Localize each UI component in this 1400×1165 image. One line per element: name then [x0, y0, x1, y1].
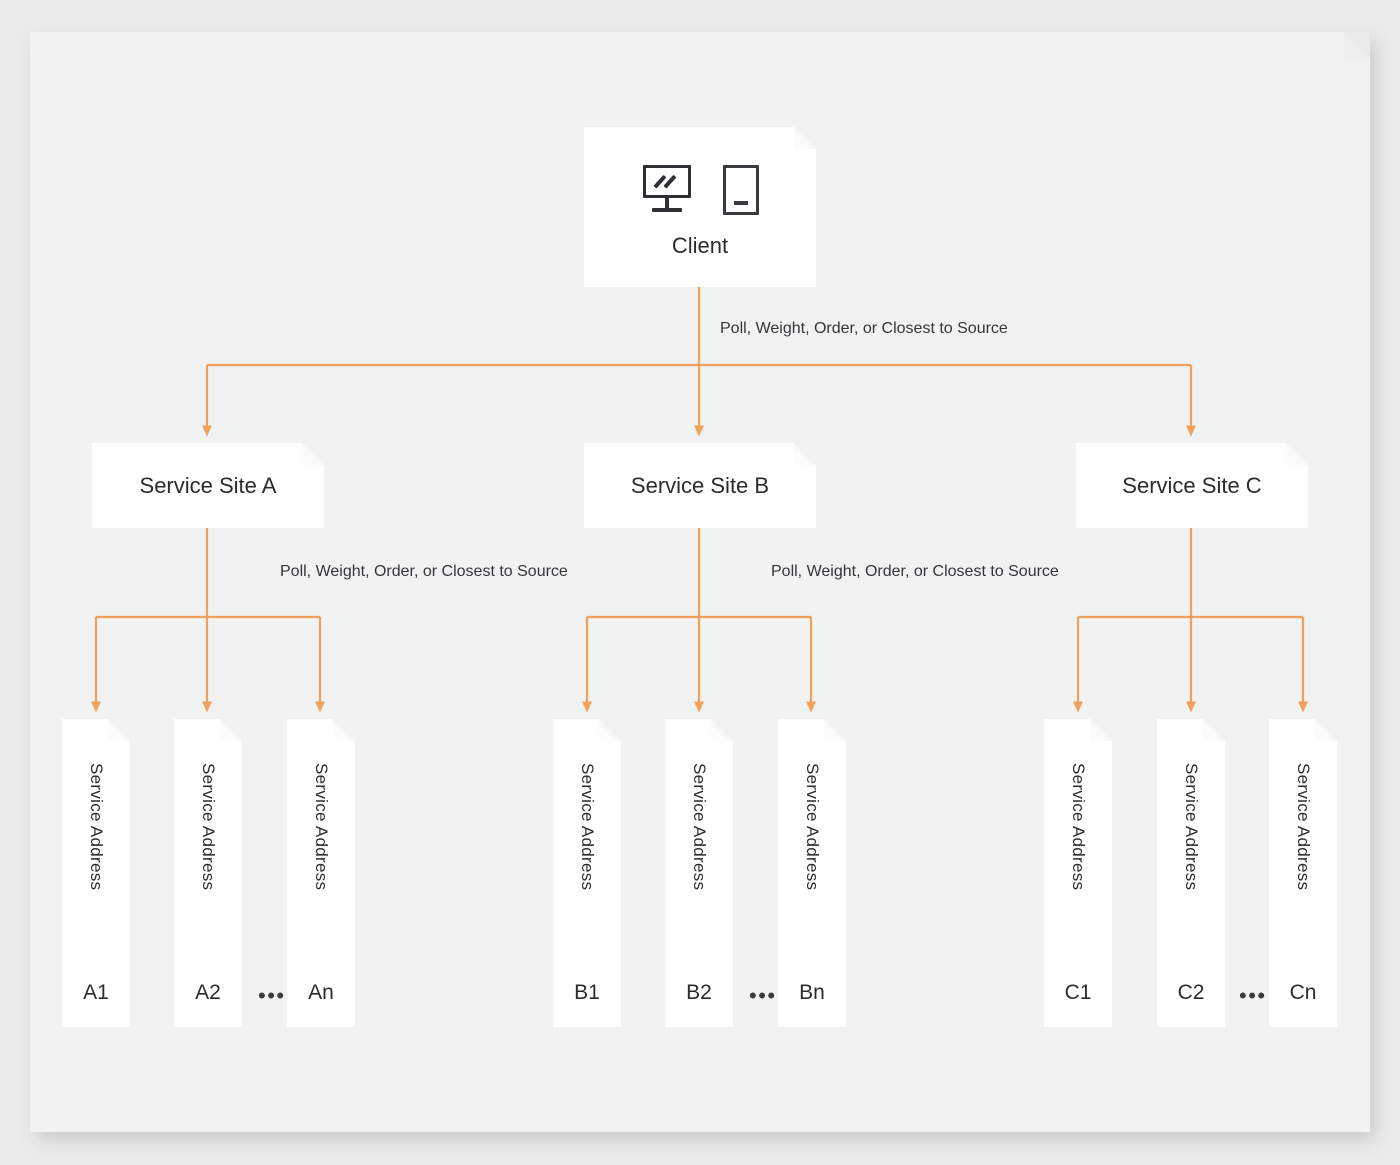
service-address-a1-node[interactable]: Service Address A1 [62, 719, 130, 1027]
service-address-c2-id: C2 [1177, 981, 1205, 1004]
edge-label-site-a-to-addresses: Poll, Weight, Order, or Closest to Sourc… [280, 563, 568, 580]
service-address-b2-title: Service Address [690, 763, 709, 891]
client-label: Client [671, 233, 729, 258]
client-icon-group [584, 157, 816, 215]
service-address-b2-id: B2 [686, 981, 712, 1004]
service-address-a1-id: A1 [83, 981, 109, 1004]
service-address-b1-id: B1 [574, 981, 600, 1004]
service-site-a-node[interactable]: Service Site A [92, 443, 324, 528]
service-address-b1-node[interactable]: Service Address B1 [553, 719, 621, 1027]
service-address-a2-node[interactable]: Service Address A2 [174, 719, 242, 1027]
service-address-c1-id: C1 [1064, 981, 1092, 1004]
service-address-cn-id: Cn [1289, 981, 1317, 1004]
service-address-c1-title: Service Address [1069, 763, 1088, 891]
service-address-an-id: An [308, 981, 334, 1004]
service-site-c-label: Service Site C [1122, 472, 1262, 498]
mobile-device-icon [723, 165, 759, 215]
service-address-bn-title: Service Address [803, 763, 822, 891]
service-address-b2-node[interactable]: Service Address B2 [665, 719, 733, 1027]
service-address-an-title: Service Address [312, 763, 331, 891]
service-site-c-node[interactable]: Service Site C [1076, 443, 1308, 528]
service-address-a2-id: A2 [195, 981, 221, 1004]
service-site-b-node[interactable]: Service Site B [584, 443, 816, 528]
service-address-a1-title: Service Address [87, 763, 106, 891]
service-address-c1-node[interactable]: Service Address C1 [1044, 719, 1112, 1027]
service-address-c2-node[interactable]: Service Address C2 [1157, 719, 1225, 1027]
service-address-an-node[interactable]: Service Address An [287, 719, 355, 1027]
service-address-bn-node[interactable]: Service Address Bn [778, 719, 846, 1027]
service-address-cn-title: Service Address [1294, 763, 1313, 891]
monitor-icon [641, 165, 697, 215]
edge-label-client-to-sites: Poll, Weight, Order, or Closest to Sourc… [720, 320, 1008, 337]
edge-label-site-b-to-addresses: Poll, Weight, Order, or Closest to Sourc… [771, 563, 1059, 580]
service-site-a-label: Service Site A [139, 472, 277, 498]
service-address-cn-node[interactable]: Service Address Cn [1269, 719, 1337, 1027]
service-address-c2-title: Service Address [1182, 763, 1201, 891]
service-site-b-label: Service Site B [630, 472, 770, 498]
client-node[interactable]: Client [584, 127, 816, 287]
ellipsis-site-b: ••• [749, 983, 777, 1008]
service-address-b1-title: Service Address [578, 763, 597, 891]
service-address-bn-id: Bn [799, 981, 825, 1004]
ellipsis-site-a: ••• [258, 983, 286, 1008]
service-address-a2-title: Service Address [199, 763, 218, 891]
ellipsis-site-c: ••• [1239, 983, 1267, 1008]
